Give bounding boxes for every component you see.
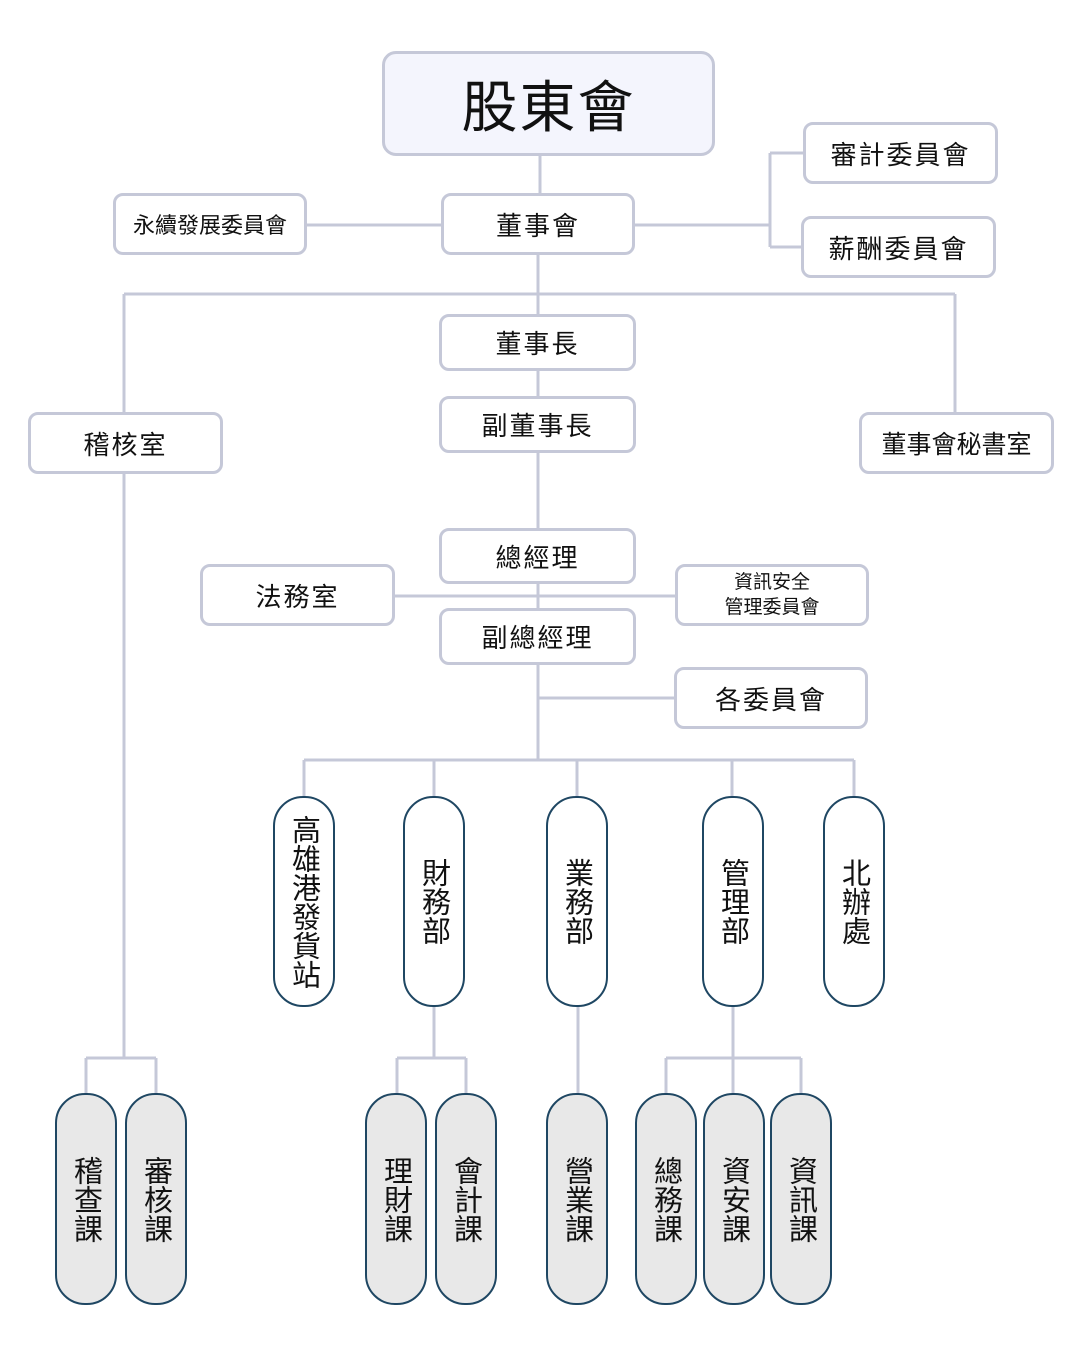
node-label: 董事長 xyxy=(495,330,580,360)
node-treasury-section: 理財課 xyxy=(365,1093,427,1305)
node-infosec-section: 資安課 xyxy=(703,1093,765,1305)
node-label-line1: 資訊安全 xyxy=(733,571,810,593)
node-label: 會計課 xyxy=(449,1155,484,1243)
node-label: 北辦處 xyxy=(837,858,872,945)
node-remuneration-committee: 薪酬委員會 xyxy=(801,216,996,278)
node-label: 管理部 xyxy=(716,858,751,945)
node-inspection-section: 稽查課 xyxy=(55,1093,117,1305)
node-business-dept: 業務部 xyxy=(546,796,608,1007)
connector-finance-sections xyxy=(395,1006,468,1095)
node-audit-office: 稽核室 xyxy=(28,412,223,474)
node-north-office: 北辦處 xyxy=(823,796,885,1007)
node-it-section: 資訊課 xyxy=(770,1093,832,1305)
node-board-secretariat: 董事會秘書室 xyxy=(859,412,1054,474)
node-label: 資訊課 xyxy=(784,1155,819,1243)
node-review-section: 審核課 xyxy=(125,1093,187,1305)
node-label: 副總經理 xyxy=(481,624,594,654)
node-committees: 各委員會 xyxy=(674,667,868,729)
node-president: 總經理 xyxy=(439,528,636,584)
node-vice-chairman: 副董事長 xyxy=(439,396,636,453)
node-accounting-section: 會計課 xyxy=(435,1093,497,1305)
node-sales-section: 營業課 xyxy=(546,1093,608,1305)
node-label: 高雄港發貨站 xyxy=(287,814,322,989)
node-chairman: 董事長 xyxy=(439,314,636,371)
node-label: 稽核室 xyxy=(83,430,168,461)
node-label: 審核課 xyxy=(139,1155,174,1243)
node-kaohsiung-station: 高雄港發貨站 xyxy=(273,796,335,1007)
node-finance-dept: 財務部 xyxy=(403,796,465,1007)
node-label: 總務課 xyxy=(649,1155,684,1243)
node-label: 財務部 xyxy=(417,858,452,945)
node-label: 董事會 xyxy=(495,211,580,242)
node-label: 各委員會 xyxy=(714,685,827,716)
node-general-affairs-section: 總務課 xyxy=(635,1093,697,1305)
node-label: 薪酬委員會 xyxy=(828,234,969,265)
node-label: 營業課 xyxy=(560,1155,595,1243)
node-label: 董事會秘書室 xyxy=(881,430,1032,459)
node-management-dept: 管理部 xyxy=(702,796,764,1007)
node-label: 法務室 xyxy=(255,582,340,613)
node-board: 董事會 xyxy=(441,193,635,255)
node-label: 總經理 xyxy=(495,543,580,574)
connector-audit-sections xyxy=(84,473,158,1095)
node-infosec-committee: 資訊安全 管理委員會 xyxy=(675,564,869,626)
node-label: 業務部 xyxy=(560,858,595,945)
connector-dept-bus xyxy=(302,758,856,798)
node-label: 股東會 xyxy=(461,76,636,141)
node-label-line2: 管理委員會 xyxy=(724,596,820,618)
node-label: 稽查課 xyxy=(69,1155,104,1243)
node-shareholders: 股東會 xyxy=(382,51,715,156)
node-label: 審計委員會 xyxy=(830,140,971,171)
node-label: 永續發展委員會 xyxy=(132,214,287,239)
node-vice-president: 副總經理 xyxy=(439,608,636,665)
connector-management-sections xyxy=(664,1006,803,1095)
node-label: 資安課 xyxy=(717,1155,752,1243)
node-legal-office: 法務室 xyxy=(200,564,395,626)
node-audit-committee: 審計委員會 xyxy=(803,122,998,184)
node-sustainability-committee: 永續發展委員會 xyxy=(113,193,307,255)
node-label: 理財課 xyxy=(379,1155,414,1243)
connector-board-committees xyxy=(633,151,805,249)
node-label: 副董事長 xyxy=(481,412,594,442)
